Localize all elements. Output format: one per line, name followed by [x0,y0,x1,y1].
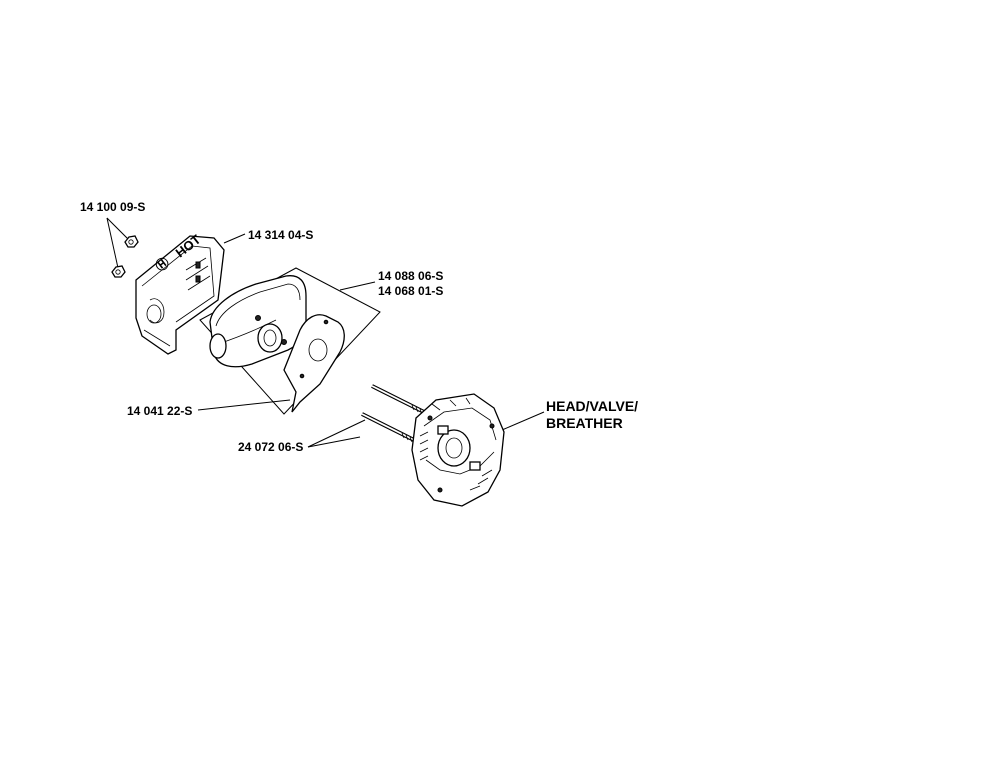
leader-gasket [197,399,291,411]
leader-lines [106,217,545,448]
leader-nut-top [106,217,130,241]
leader-stud-top [307,419,366,448]
stud-top-icon [371,384,425,415]
muffler-guard-icon: Ⓗ HOT [135,232,225,355]
label-muffler-a: 14 088 06-S [378,269,444,283]
nut-top-icon [124,235,139,248]
label-muffler-b: 14 068 01-S [378,284,444,298]
label-nut: 14 100 09-S [80,200,146,214]
leader-stud-bottom [307,436,361,448]
label-gasket: 14 041 22-S [127,404,193,418]
label-head-line1: HEAD/VALVE/ [546,398,639,414]
label-head-line2: BREATHER [546,415,623,431]
nut-bottom-icon [111,265,126,278]
leader-guard [223,233,246,244]
cylinder-head-icon [411,393,505,507]
leader-head [501,411,545,431]
label-muffler-guard: 14 314 04-S [248,228,314,242]
leader-nut-bottom [106,217,119,269]
stud-bottom-icon [361,412,415,443]
muffler-icon [209,275,307,368]
leader-muffler [339,281,376,291]
gasket-icon [283,314,345,413]
label-studs: 24 072 06-S [238,440,304,454]
